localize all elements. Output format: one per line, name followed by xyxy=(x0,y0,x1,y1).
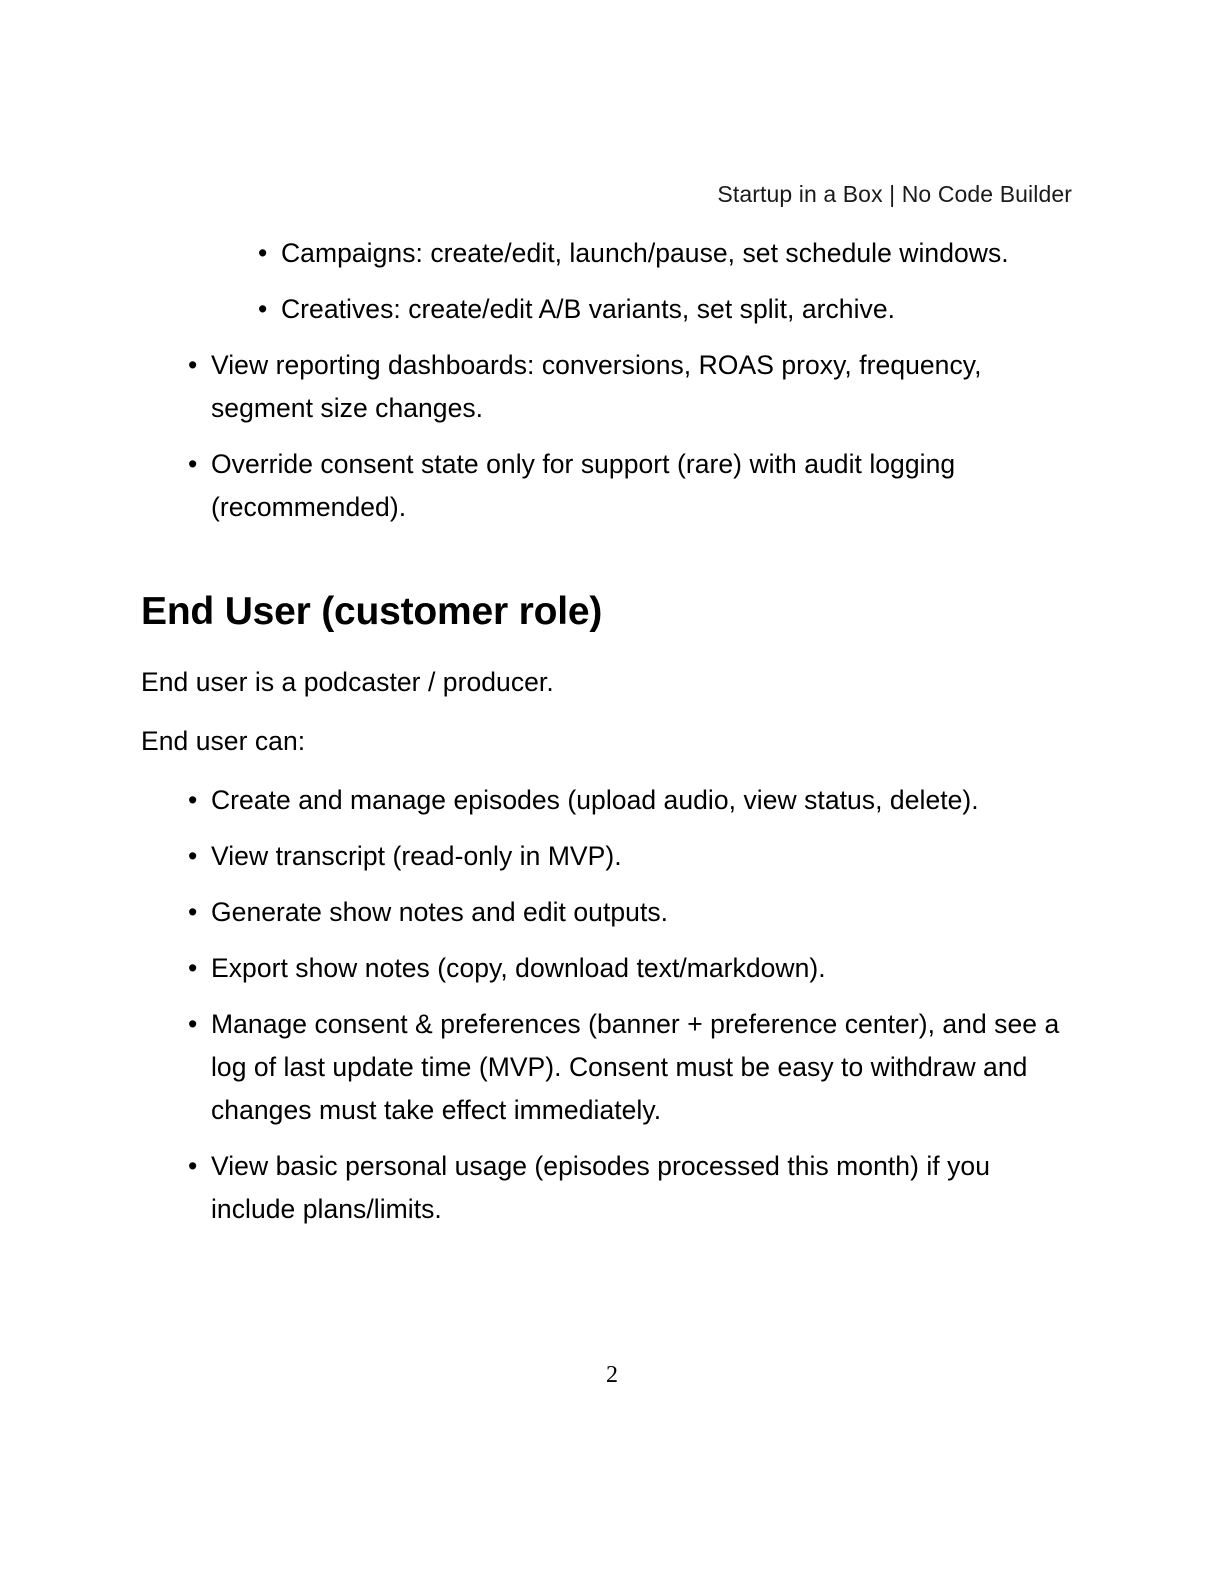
bullet-icon: • xyxy=(188,1151,198,1181)
paragraph: End user can: xyxy=(141,726,306,756)
list-item-text: Manage consent & preferences (banner + p… xyxy=(211,1009,1060,1125)
bullet-icon: • xyxy=(188,1009,198,1039)
list-item-text: View transcript (read-only in MVP). xyxy=(211,841,622,871)
list-item-text: Generate show notes and edit outputs. xyxy=(211,897,669,927)
list-item: • Generate show notes and edit outputs. xyxy=(141,891,1081,934)
page-number: 2 xyxy=(606,1362,618,1388)
bullet-icon: • xyxy=(188,841,198,871)
list-item-text: View basic personal usage (episodes proc… xyxy=(211,1151,990,1224)
bullet-icon: • xyxy=(188,449,198,479)
list-item: • Creatives: create/edit A/B variants, s… xyxy=(141,288,1081,331)
list-item: • Manage consent & preferences (banner +… xyxy=(141,1003,1081,1132)
paragraph: End user is a podcaster / producer. xyxy=(141,667,554,697)
bullet-icon: • xyxy=(258,294,268,324)
sub-bullet-list: • Campaigns: create/edit, launch/pause, … xyxy=(141,232,1081,331)
list-item: • Export show notes (copy, download text… xyxy=(141,947,1081,990)
list-item-text: Create and manage episodes (upload audio… xyxy=(211,785,979,815)
list-item-text: Creatives: create/edit A/B variants, set… xyxy=(281,294,896,324)
running-header: Startup in a Box | No Code Builder xyxy=(717,181,1072,207)
top-bullet-list: • View reporting dashboards: conversions… xyxy=(141,344,1081,529)
document-body: • Campaigns: create/edit, launch/pause, … xyxy=(141,232,1081,1244)
list-item: • Create and manage episodes (upload aud… xyxy=(141,779,1081,822)
bullet-icon: • xyxy=(188,953,198,983)
bullet-icon: • xyxy=(258,238,268,268)
bullet-icon: • xyxy=(188,897,198,927)
list-item-text: Export show notes (copy, download text/m… xyxy=(211,953,826,983)
intro-paragraphs: End user is a podcaster / producer. End … xyxy=(141,661,1081,763)
list-item: • Override consent state only for suppor… xyxy=(141,443,1081,529)
list-item-text: Override consent state only for support … xyxy=(211,449,956,522)
list-item: • View reporting dashboards: conversions… xyxy=(141,344,1081,430)
list-item-text: Campaigns: create/edit, launch/pause, se… xyxy=(281,238,1009,268)
section-heading: End User (customer role) xyxy=(141,590,603,633)
end-user-capability-list: • Create and manage episodes (upload aud… xyxy=(141,779,1081,1231)
list-item: • Campaigns: create/edit, launch/pause, … xyxy=(141,232,1081,275)
bullet-icon: • xyxy=(188,350,198,380)
bullet-icon: • xyxy=(188,785,198,815)
list-item-text: View reporting dashboards: conversions, … xyxy=(211,350,982,423)
list-item: • View basic personal usage (episodes pr… xyxy=(141,1145,1081,1231)
list-item: • View transcript (read-only in MVP). xyxy=(141,835,1081,878)
